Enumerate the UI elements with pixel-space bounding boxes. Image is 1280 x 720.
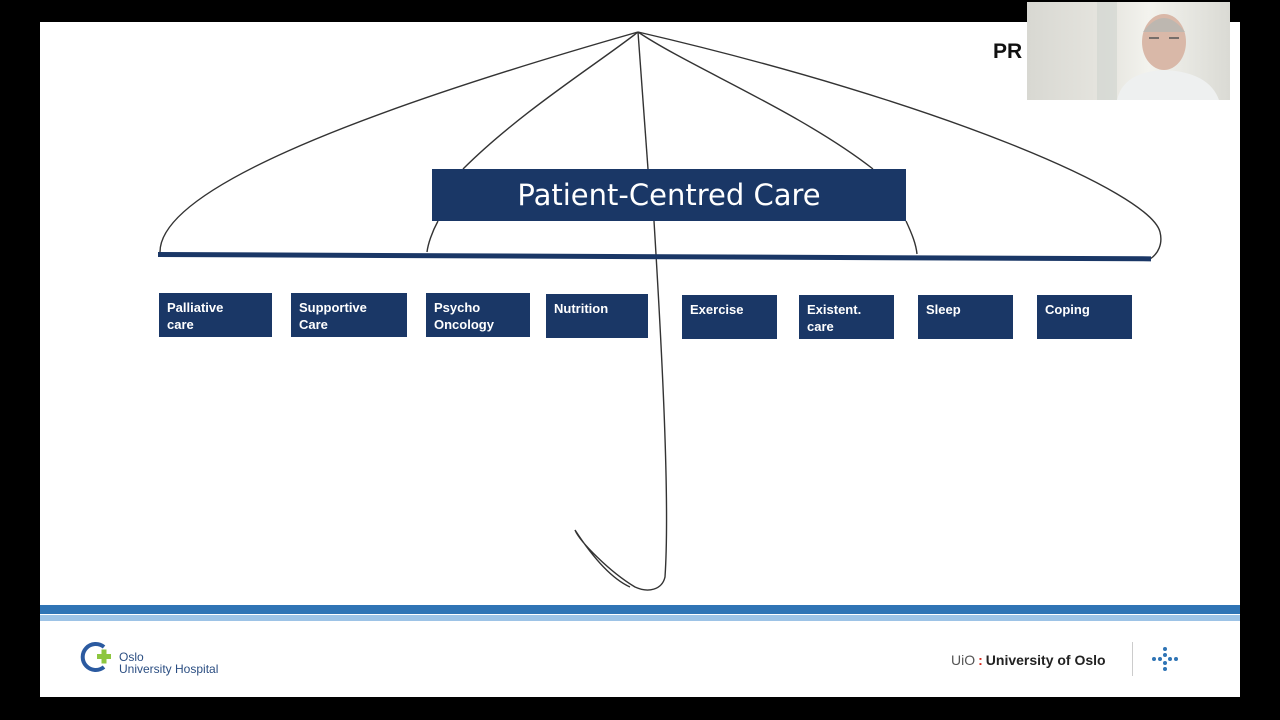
item-nutrition: Nutrition bbox=[546, 294, 648, 338]
item-palliative-care: Palliative care bbox=[159, 293, 272, 337]
item-psycho-oncology: Psycho Oncology bbox=[426, 293, 530, 337]
oslo-university-hospital-logo-text: Oslo University Hospital bbox=[119, 650, 219, 676]
slide-corner-text: PR bbox=[993, 40, 1023, 63]
item-sleep: Sleep bbox=[918, 295, 1013, 339]
presentation-slide: Patient-Centred Care Palliative care Sup… bbox=[40, 22, 1240, 697]
footer-bar bbox=[40, 605, 1240, 614]
slide-title: Patient-Centred Care bbox=[517, 178, 821, 212]
footer-bar-light bbox=[40, 615, 1240, 621]
item-supportive-care: Supportive Care bbox=[291, 293, 407, 337]
university-of-oslo-logo: UiO : University of Oslo bbox=[951, 652, 1106, 668]
oslo-university-hospital-logo-icon bbox=[80, 642, 111, 672]
umbrella-drawing bbox=[159, 31, 1162, 591]
slide-title-box: Patient-Centred Care bbox=[432, 169, 906, 221]
dotted-cross-icon bbox=[1152, 647, 1178, 671]
item-coping: Coping bbox=[1037, 295, 1132, 339]
presenter-figure-icon bbox=[1097, 2, 1219, 100]
webcam-video-feed bbox=[1027, 2, 1230, 100]
footer-divider bbox=[1132, 642, 1133, 676]
item-existential-care: Existent. care bbox=[799, 295, 894, 339]
item-exercise: Exercise bbox=[682, 295, 777, 339]
